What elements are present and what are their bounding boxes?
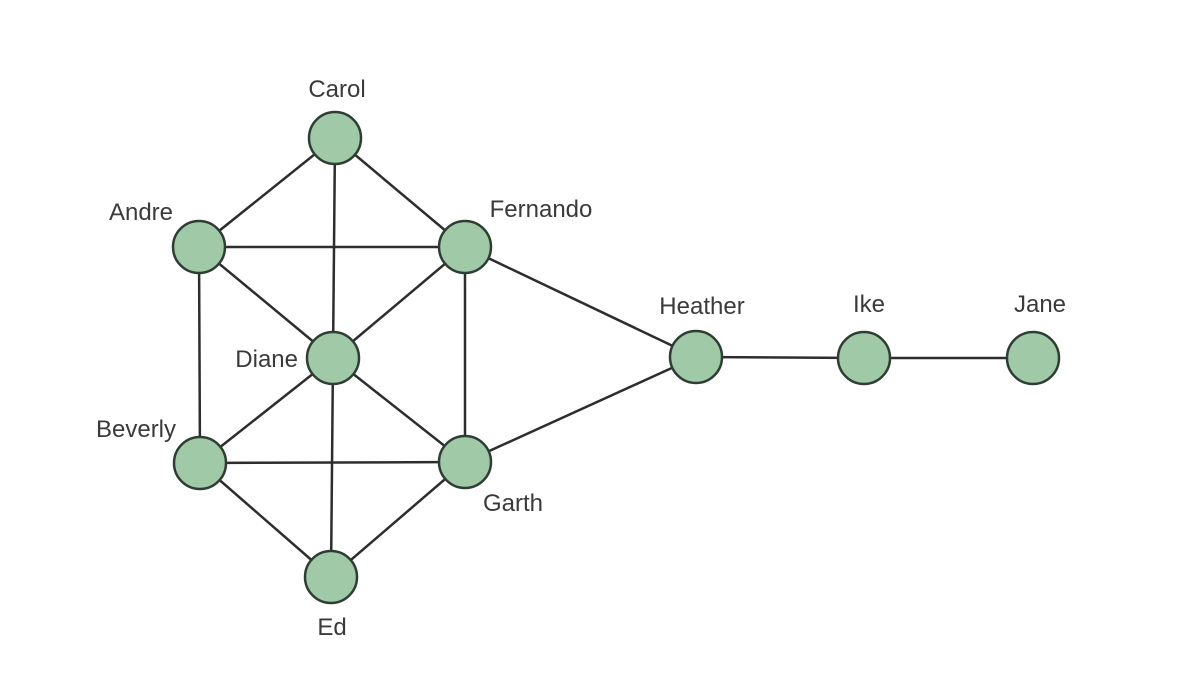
node-label-andre: Andre (109, 199, 173, 226)
node-carol[interactable] (307, 110, 363, 166)
node-andre[interactable] (171, 219, 227, 275)
node-label-carol: Carol (308, 76, 365, 103)
node-label-ed: Ed (317, 614, 346, 641)
node-label-garth: Garth (483, 490, 543, 517)
node-label-heather: Heather (659, 293, 744, 320)
edge-carol-fernando (334, 137, 466, 248)
node-ed[interactable] (303, 549, 359, 605)
node-fernando[interactable] (437, 219, 493, 275)
edge-andre-beverly (197, 246, 202, 464)
nodes-layer (171, 110, 1061, 605)
node-jane[interactable] (1005, 330, 1061, 386)
edge-ed-garth (330, 461, 466, 578)
edge-fernando-heather (464, 245, 697, 359)
node-label-fernando: Fernando (490, 196, 593, 223)
edge-diane-fernando (332, 246, 466, 359)
edge-diane-garth (332, 357, 466, 463)
node-label-jane: Jane (1014, 291, 1066, 318)
node-beverly[interactable] (172, 435, 228, 491)
edge-beverly-garth (199, 460, 466, 465)
edge-heather-ike (695, 355, 865, 360)
edge-diane-ed (329, 357, 335, 578)
edge-diane-beverly (199, 357, 334, 464)
node-diane[interactable] (305, 330, 361, 386)
edge-andre-carol (198, 137, 336, 248)
edge-carol-diane (331, 137, 337, 359)
edge-garth-heather (464, 355, 697, 464)
node-label-diane: Diane (235, 346, 298, 373)
node-garth[interactable] (437, 434, 493, 490)
node-ike[interactable] (836, 330, 892, 386)
node-label-beverly: Beverly (96, 416, 176, 443)
node-heather[interactable] (668, 329, 724, 385)
node-label-ike: Ike (853, 291, 885, 318)
edges-layer (197, 137, 1033, 578)
edge-andre-diane (198, 246, 334, 359)
edge-beverly-ed (199, 462, 332, 578)
